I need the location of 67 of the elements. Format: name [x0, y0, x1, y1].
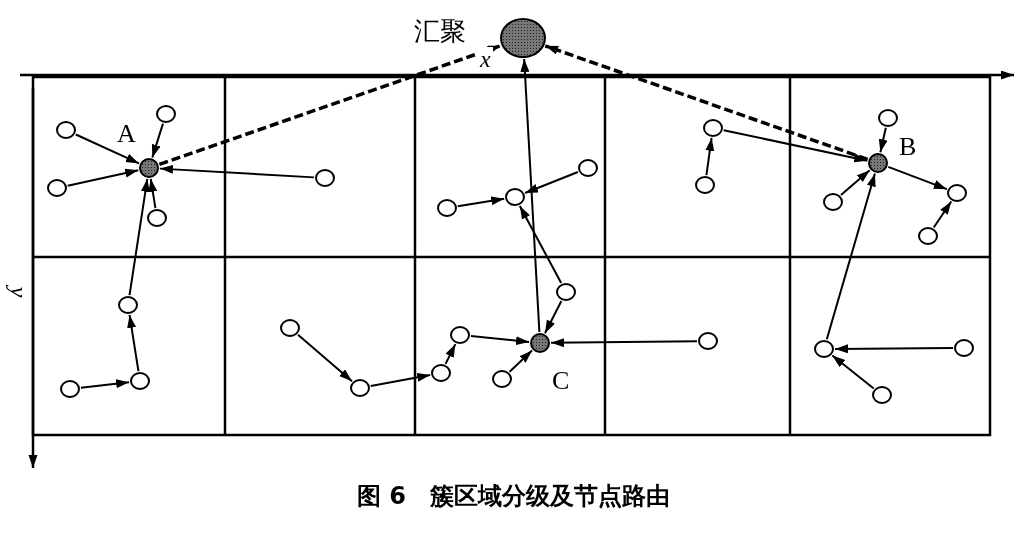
- cluster-head-node: [139, 158, 159, 178]
- arrow: [128, 177, 150, 297]
- arrow: [887, 165, 948, 191]
- arrow: [831, 354, 875, 390]
- arrow: [369, 372, 432, 387]
- arrow: [66, 168, 140, 187]
- sensor-node: [147, 209, 167, 227]
- arrow: [148, 177, 158, 210]
- cluster-head-node: [530, 333, 550, 353]
- sensor-node: [947, 184, 967, 202]
- node-label: C: [552, 368, 570, 394]
- dashed-arrow: [544, 44, 869, 161]
- cluster-head-node: [868, 153, 888, 173]
- sensor-node: [578, 159, 598, 177]
- arrow: [544, 300, 563, 335]
- arrow: [456, 196, 506, 208]
- arrow: [825, 172, 876, 341]
- sensor-node: [450, 326, 470, 344]
- sensor-node: [431, 364, 451, 382]
- arrow: [524, 171, 579, 194]
- arrow: [297, 333, 353, 383]
- sensor-node: [315, 169, 335, 187]
- sensor-node: [918, 227, 938, 245]
- arrow: [79, 379, 131, 389]
- arrow: [74, 133, 140, 165]
- arrow: [444, 343, 457, 365]
- arrow: [705, 136, 715, 177]
- sensor-node: [492, 370, 512, 388]
- sensor-node: [872, 386, 892, 404]
- arrow: [508, 349, 533, 373]
- sensor-node: [47, 179, 67, 197]
- arrow: [722, 129, 869, 163]
- sensor-node: [556, 283, 576, 301]
- arrow: [151, 122, 164, 159]
- sensor-node: [878, 109, 898, 127]
- arrow: [127, 313, 140, 373]
- sensor-node: [118, 296, 138, 314]
- axis-label: y: [7, 286, 32, 298]
- sensor-node: [130, 372, 150, 390]
- sensor-node: [698, 332, 718, 350]
- sensor-node: [156, 105, 176, 123]
- node-label: B: [899, 134, 917, 160]
- sensor-node: [60, 380, 80, 398]
- sensor-node: [437, 199, 457, 217]
- sensor-node: [695, 176, 715, 194]
- arrow: [518, 205, 563, 284]
- sensor-node: [280, 319, 300, 337]
- sensor-node: [814, 340, 834, 358]
- sensor-node: [505, 188, 525, 206]
- sink-node: [500, 18, 546, 58]
- arrow: [839, 169, 871, 197]
- sensor-node: [703, 119, 723, 137]
- arrow: [469, 335, 531, 346]
- arrow: [932, 200, 953, 229]
- sensor-node: [823, 193, 843, 211]
- arrow: [878, 126, 888, 154]
- arrow: [520, 58, 541, 333]
- sensor-node: [56, 121, 76, 139]
- arrow: [159, 164, 315, 179]
- arrow: [550, 338, 698, 348]
- node-label: 汇聚: [414, 18, 466, 44]
- node-label: A: [117, 121, 136, 147]
- arrow: [834, 344, 954, 354]
- sensor-node: [954, 339, 974, 357]
- dashed-arrow: [158, 44, 502, 167]
- figure-caption: 图 6 簇区域分级及节点路由: [355, 484, 672, 508]
- sensor-node: [350, 379, 370, 397]
